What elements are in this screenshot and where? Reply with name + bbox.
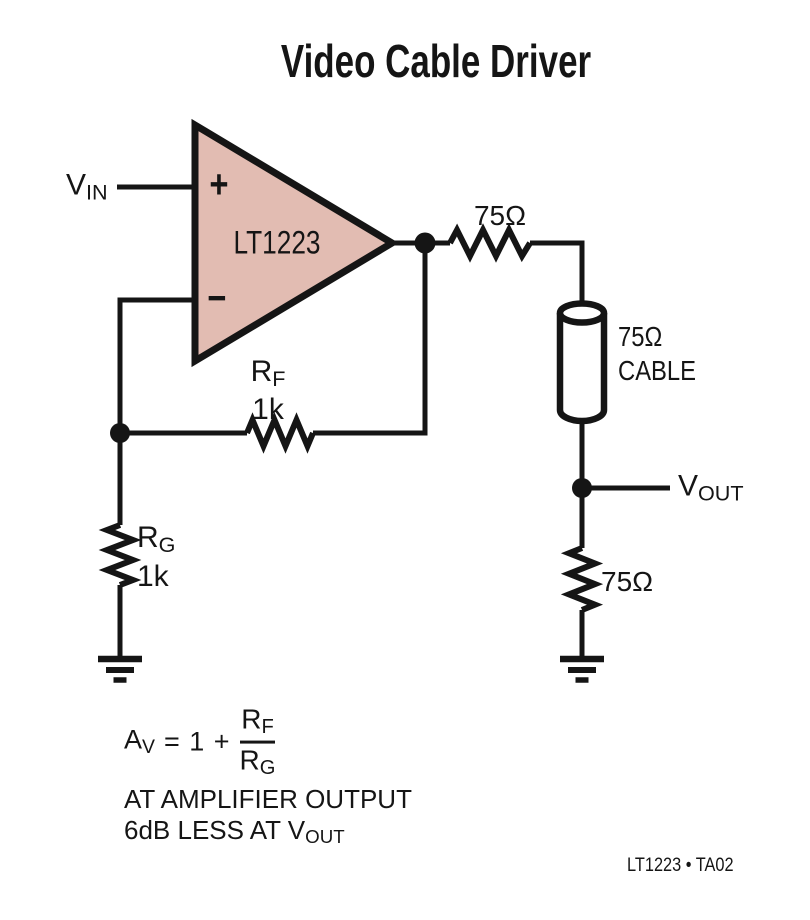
cable-bottom-arc	[556, 409, 608, 425]
vin-label: VIN	[66, 168, 108, 205]
notes-block: AT AMPLIFIER OUTPUT 6dB LESS AT VOUT	[124, 784, 412, 852]
page-title: Video Cable Driver	[232, 34, 640, 88]
gain-formula: AV = 1 + RF RG	[124, 703, 276, 781]
formula-operator: = 1 +	[163, 726, 231, 757]
feedback-wire-right	[313, 243, 428, 436]
junction-dot-output	[414, 232, 436, 254]
gain-resistor-value: 1k	[137, 559, 169, 593]
ground-symbol-right	[560, 655, 604, 683]
termination-resistor-label: 75Ω	[601, 566, 654, 597]
junction-dot-feedback	[110, 423, 130, 443]
gain-resistor	[98, 522, 142, 588]
feedback-resistor-ref: RF	[250, 355, 286, 391]
cable-top-ellipse	[556, 300, 608, 326]
ground-symbol-left	[98, 655, 142, 683]
inverting-input-wire	[117, 297, 195, 433]
page-title-text: Video Cable Driver	[280, 35, 592, 87]
cable-value: 75Ω	[618, 321, 663, 352]
cable-name: CABLE	[618, 355, 697, 386]
cable-body-sides	[556, 313, 608, 410]
vout-label: VOUT	[678, 469, 744, 506]
formula-denominator: RG	[239, 745, 276, 780]
gain-resistor-label: RG 1k	[137, 522, 175, 593]
cable-cylinder	[556, 300, 608, 425]
noninverting-input-symbol: +	[209, 162, 229, 207]
opamp-part-label: LT1223	[233, 224, 321, 261]
gain-resistor-ref: RG	[137, 521, 176, 557]
feedback-resistor-value: 1k	[252, 392, 284, 426]
note-line-1: AT AMPLIFIER OUTPUT	[124, 784, 412, 814]
formula-numerator: RF	[241, 703, 274, 738]
formula-fraction: RF RG	[239, 703, 276, 781]
formula-lhs: AV	[124, 724, 155, 759]
feedback-resistor	[244, 412, 316, 454]
series-resistor-label: 75Ω	[473, 200, 527, 231]
opamp-triangle	[191, 118, 399, 368]
series-to-cable-wire	[530, 240, 585, 318]
fraction-bar	[239, 741, 276, 744]
feedback-resistor-label: RF 1k	[251, 356, 286, 425]
series-resistor	[447, 223, 533, 263]
figure-reference: LT1223 • TA02	[627, 855, 734, 876]
cable-body-fill	[561, 313, 603, 410]
termination-resistor	[560, 545, 604, 613]
cable-label: 75Ω CABLE	[618, 320, 710, 388]
junction-dot-vout	[572, 478, 592, 498]
note-line-2: 6dB LESS AT VOUT	[124, 815, 345, 848]
inverting-input-symbol: −	[207, 276, 227, 321]
